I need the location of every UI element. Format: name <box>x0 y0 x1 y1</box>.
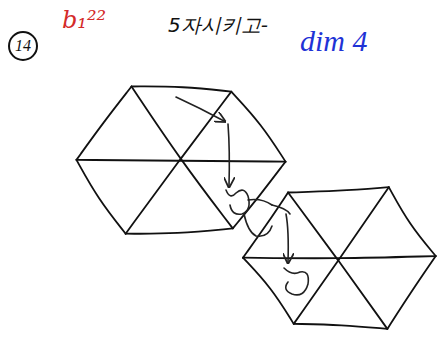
path-arrows <box>176 97 308 295</box>
callout-number: 14 <box>15 37 31 55</box>
lattice-stroke <box>389 187 436 256</box>
lattice-stroke <box>131 86 231 91</box>
lattice-stroke <box>126 92 232 234</box>
red-annotation: b₁²² <box>62 6 106 34</box>
lattice-stroke <box>231 92 285 162</box>
lattice-stroke <box>126 228 233 233</box>
dimension-note: dim 4 <box>300 24 368 58</box>
circled-number: 14 <box>8 31 38 61</box>
lattice-stroke <box>76 160 125 234</box>
lattice-stroke <box>294 187 389 324</box>
hexagon-lattice <box>76 86 435 328</box>
lattice-stroke <box>233 162 286 229</box>
lattice-stroke <box>294 324 388 329</box>
lattice-stroke <box>288 187 389 192</box>
handwritten-note: 5자시키고- <box>168 12 268 39</box>
lattice-stroke <box>387 256 435 329</box>
lattice-stroke <box>76 86 131 159</box>
